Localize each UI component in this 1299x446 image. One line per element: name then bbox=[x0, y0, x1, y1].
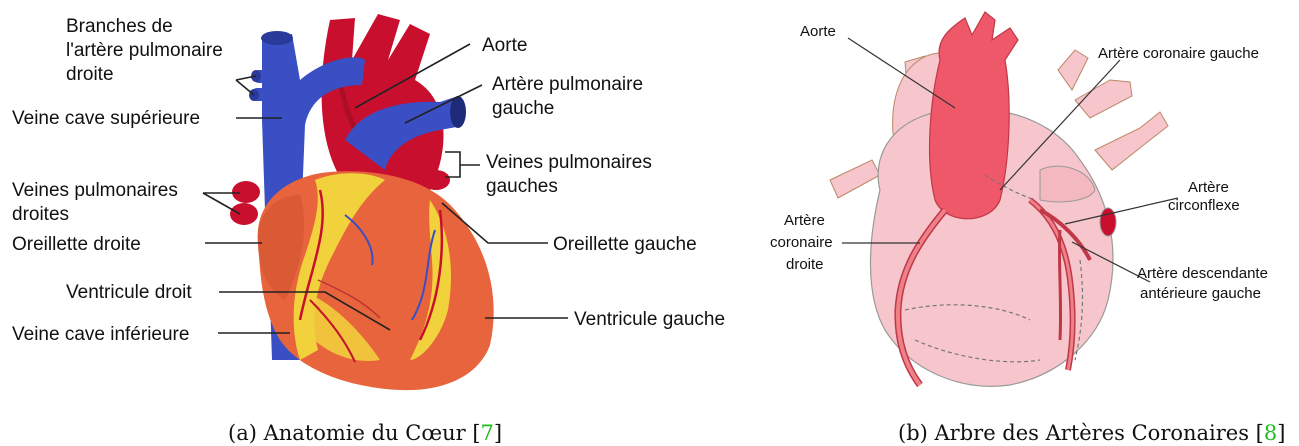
label-artere-pulm-gauche-line1: Artère pulmonaire bbox=[492, 74, 643, 95]
label-branches-line2: l'artère pulmonaire bbox=[66, 40, 223, 61]
label-veine-cave-inferieure: Veine cave inférieure bbox=[12, 324, 189, 345]
label-oreillette-gauche: Oreillette gauche bbox=[553, 234, 697, 255]
label-b-aorte: Aorte bbox=[800, 23, 836, 40]
caption-b: (b) Arbre des Artères Coronaires [8] bbox=[898, 421, 1285, 445]
label-ventricule-gauche: Ventricule gauche bbox=[574, 309, 725, 330]
label-b-coronaire-droite-line1: Artère bbox=[784, 212, 825, 229]
caption-b-ref[interactable]: 8 bbox=[1264, 421, 1277, 445]
label-b-coronaire-gauche: Artère coronaire gauche bbox=[1098, 45, 1259, 62]
label-b-coronaire-droite-line2: coronaire bbox=[770, 234, 833, 251]
label-artere-pulm-gauche-line2: gauche bbox=[492, 98, 554, 119]
caption-a: (a) Anatomie du Cœur [7] bbox=[228, 421, 502, 445]
label-b-coronaire-droite-line3: droite bbox=[786, 256, 824, 273]
label-veine-cave-superieure: Veine cave supérieure bbox=[12, 108, 200, 129]
caption-a-ref[interactable]: 7 bbox=[481, 421, 494, 445]
label-veines-pulm-droites-line2: droites bbox=[12, 204, 69, 225]
label-b-circonflexe-line2: circonflexe bbox=[1168, 197, 1240, 214]
label-veines-pulm-droites-line1: Veines pulmonaires bbox=[12, 180, 178, 201]
label-branches-line3: droite bbox=[66, 64, 114, 85]
label-b-circonflexe-line1: Artère bbox=[1188, 179, 1229, 196]
label-veines-pulm-gauches-line2: gauches bbox=[486, 176, 558, 197]
label-oreillette-droite: Oreillette droite bbox=[12, 234, 141, 255]
label-ventricule-droit: Ventricule droit bbox=[66, 282, 192, 303]
label-branches-line1: Branches de bbox=[66, 16, 173, 37]
label-b-descendante-line1: Artère descendante bbox=[1137, 265, 1268, 282]
coronary-tree-illustration bbox=[830, 12, 1168, 386]
label-aorte: Aorte bbox=[482, 35, 527, 56]
label-veines-pulm-gauches-line1: Veines pulmonaires bbox=[486, 152, 652, 173]
label-b-descendante-line2: antérieure gauche bbox=[1140, 285, 1261, 302]
